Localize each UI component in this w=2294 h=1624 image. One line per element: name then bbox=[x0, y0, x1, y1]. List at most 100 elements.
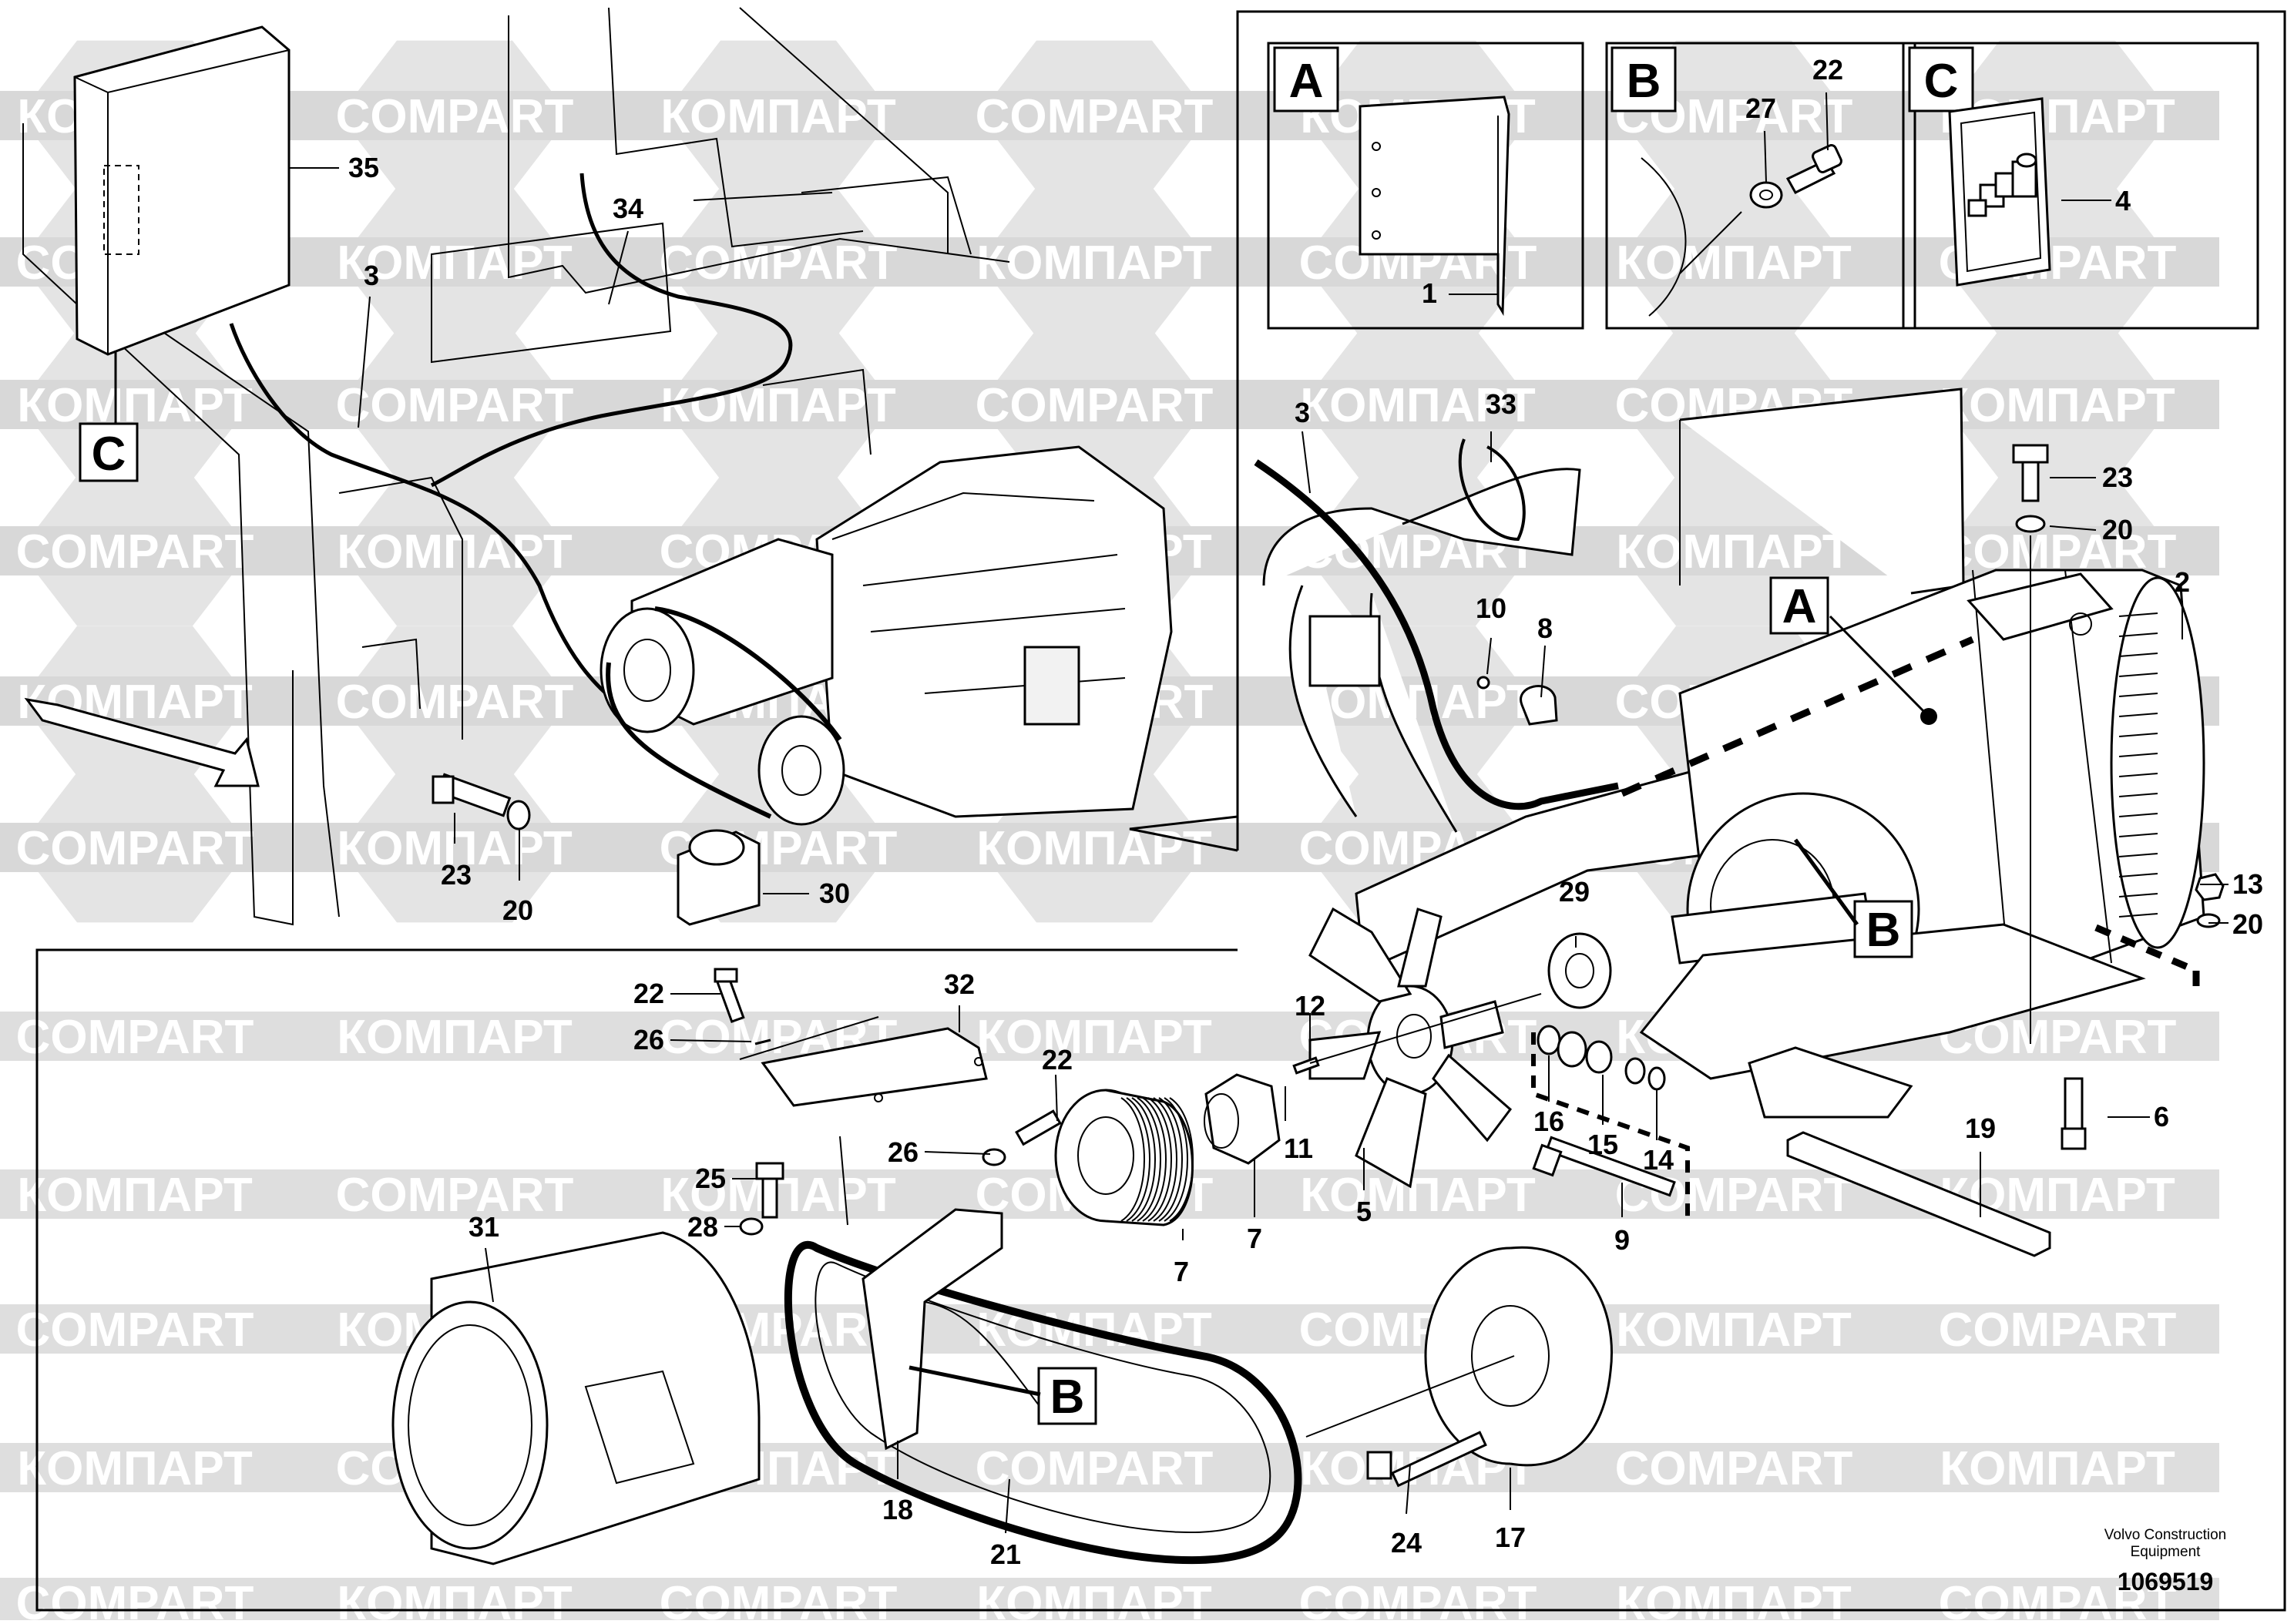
callout-34: 34 bbox=[613, 193, 643, 224]
watermark-text: КОМПАРТ bbox=[1300, 379, 1536, 432]
watermark-text: КОМПАРТ bbox=[337, 525, 573, 579]
watermark-text: COMPART bbox=[16, 822, 254, 875]
frame-pointer bbox=[1129, 815, 1238, 852]
watermark-text: КОМПАРТ bbox=[337, 237, 573, 290]
watermark-band bbox=[293, 526, 616, 575]
flag-c-upper: C bbox=[92, 428, 126, 481]
watermark-band bbox=[1572, 1304, 1896, 1354]
watermark-band bbox=[0, 526, 297, 575]
callout-5: 5 bbox=[1356, 1196, 1372, 1227]
watermark-band bbox=[0, 1169, 297, 1219]
watermark-text: COMPART bbox=[16, 1304, 254, 1357]
callout-26-lower: 26 bbox=[888, 1136, 919, 1168]
flag-b-lower: B bbox=[1050, 1371, 1085, 1424]
watermark-band bbox=[932, 237, 1256, 287]
callout-29: 29 bbox=[1559, 876, 1590, 908]
callout-25: 25 bbox=[695, 1163, 726, 1194]
callout-22-lower: 22 bbox=[1042, 1044, 1073, 1075]
watermark-band bbox=[293, 380, 616, 429]
watermark-text: COMPART bbox=[976, 1442, 1214, 1495]
callout-20-far-right: 20 bbox=[2232, 908, 2263, 940]
watermark-text: КОМПАРТ bbox=[660, 379, 896, 432]
watermark-band bbox=[932, 1443, 1256, 1492]
callout-7-pulley: 7 bbox=[1174, 1256, 1189, 1287]
watermark-band bbox=[0, 380, 297, 429]
watermark-text: COMPART bbox=[1939, 1304, 2177, 1357]
callout-28: 28 bbox=[687, 1211, 718, 1243]
callout-1: 1 bbox=[1422, 277, 1437, 309]
callout-12: 12 bbox=[1295, 990, 1325, 1022]
watermark-text: COMPART bbox=[16, 525, 254, 579]
callout-19: 19 bbox=[1965, 1112, 1996, 1144]
watermark-band bbox=[616, 91, 940, 140]
watermark-text: COMPART bbox=[16, 1577, 254, 1620]
watermark-band bbox=[293, 1169, 616, 1219]
watermark-text: COMPART bbox=[976, 379, 1214, 432]
callout-3-upper: 3 bbox=[364, 260, 379, 291]
watermark-text: COMPART bbox=[976, 90, 1214, 143]
watermark-band bbox=[1572, 1443, 1896, 1492]
pulley-groove bbox=[1137, 1097, 1161, 1222]
leader-lines bbox=[289, 92, 2229, 1534]
cooling-fin bbox=[2118, 713, 2158, 717]
cooling-fin bbox=[2118, 893, 2158, 898]
belt-guard-drawing bbox=[391, 968, 1613, 1565]
watermark-text: COMPART bbox=[660, 237, 898, 290]
main-frame bbox=[35, 10, 2286, 1612]
callout-8: 8 bbox=[1537, 612, 1553, 644]
pulley-groove bbox=[1126, 1097, 1150, 1222]
pulley-groove bbox=[1164, 1097, 1188, 1222]
watermark-band bbox=[932, 823, 1256, 872]
detail-b-drawing bbox=[1641, 144, 1842, 317]
watermark-band bbox=[0, 1578, 297, 1624]
callout-4: 4 bbox=[2115, 185, 2131, 216]
callout-32: 32 bbox=[944, 968, 975, 1000]
footer-company-line1: Volvo Construction bbox=[2104, 1527, 2226, 1543]
watermark-band bbox=[1256, 1578, 1580, 1624]
watermark-band bbox=[616, 823, 940, 872]
footer-company-line2: Equipment bbox=[2131, 1544, 2202, 1560]
callout-24: 24 bbox=[1391, 1527, 1422, 1559]
callout-23-right: 23 bbox=[2102, 461, 2133, 493]
watermark-band bbox=[932, 1012, 1256, 1061]
callout-labels: 1 27 22 4 35 34 3 23 20 30 3 33 23 20 2 … bbox=[348, 54, 2263, 1570]
watermark-text: COMPART bbox=[660, 1577, 898, 1620]
watermark-band bbox=[293, 237, 616, 287]
watermark-band bbox=[1256, 380, 1580, 429]
watermark-text: КОМПАРТ bbox=[976, 237, 1212, 290]
callout-22-upper: 22 bbox=[633, 978, 664, 1009]
callout-6: 6 bbox=[2154, 1101, 2169, 1132]
watermark-band bbox=[1896, 1304, 2219, 1354]
watermark-text: КОМПАРТ bbox=[976, 822, 1212, 875]
detail-c-label: C bbox=[1924, 55, 1959, 108]
watermark-band bbox=[1572, 1578, 1896, 1624]
callout-20-upper: 20 bbox=[502, 894, 533, 926]
watermark-text: КОМПАРТ bbox=[337, 1011, 573, 1064]
watermark-text: КОМПАРТ bbox=[1616, 237, 1852, 290]
callout-16: 16 bbox=[1533, 1106, 1564, 1137]
cooling-fin bbox=[2118, 773, 2158, 777]
watermark-text: COMPART bbox=[1299, 1577, 1537, 1620]
watermark-band bbox=[293, 1012, 616, 1061]
watermark-band bbox=[1572, 237, 1896, 287]
watermark-text: COMPART bbox=[336, 90, 574, 143]
cooling-fin bbox=[2118, 913, 2158, 918]
detail-c-drawing bbox=[1948, 97, 2051, 287]
callout-3-right: 3 bbox=[1295, 397, 1310, 428]
pulley-groove bbox=[1158, 1097, 1183, 1222]
watermark-text: COMPART bbox=[16, 1011, 254, 1064]
cooling-fin bbox=[2118, 873, 2158, 877]
callout-14: 14 bbox=[1643, 1144, 1674, 1176]
watermark-band bbox=[0, 1304, 297, 1354]
cooling-fin bbox=[2118, 753, 2158, 757]
cooling-fin bbox=[2118, 693, 2158, 697]
watermark-band bbox=[1896, 237, 2219, 287]
callout-33: 33 bbox=[1486, 388, 1516, 420]
pulley-groove bbox=[1153, 1097, 1177, 1222]
cooling-fin bbox=[2118, 853, 2158, 857]
flag-b-main: B bbox=[1866, 904, 1901, 957]
watermark-text: КОМПАРТ bbox=[976, 1577, 1212, 1620]
frames: A B C bbox=[35, 10, 2286, 1612]
